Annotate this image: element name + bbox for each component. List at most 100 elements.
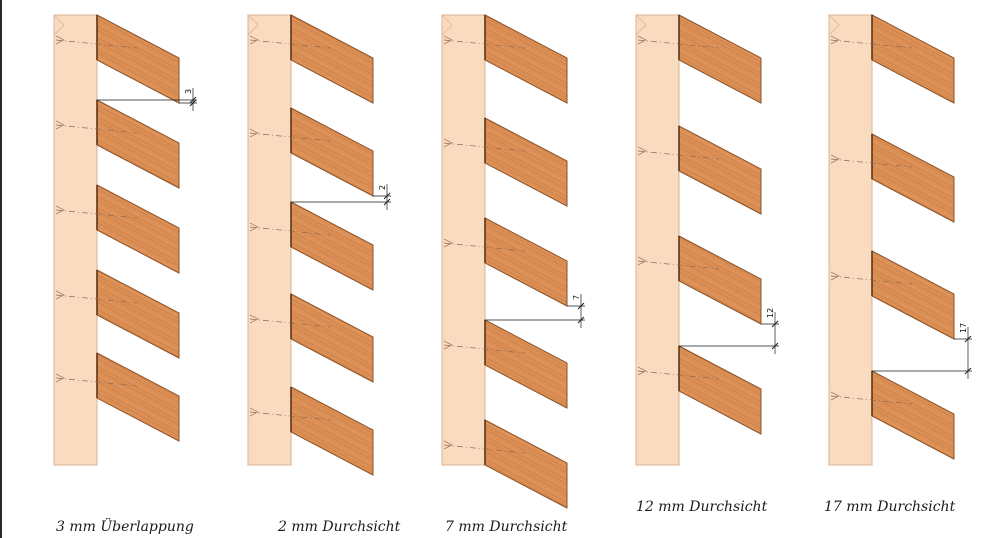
- louver-panel-2: 2: [247, 14, 391, 476]
- slat: [96, 184, 180, 274]
- fastener-mark: [443, 35, 453, 45]
- slat: [96, 352, 180, 442]
- fastener-mark: [55, 205, 65, 215]
- fastener-mark: [830, 35, 840, 45]
- post-chamfer: [441, 14, 453, 36]
- fastener-mark: [443, 138, 453, 148]
- dimension-tick: [189, 96, 197, 104]
- gap-dimension: 17: [872, 323, 972, 379]
- slat: [484, 217, 568, 307]
- post: [635, 14, 680, 466]
- caption-panel-1: 3 mm Überlappung: [56, 519, 194, 535]
- fastener-mark: [443, 238, 453, 248]
- post: [441, 14, 486, 466]
- fastener-line: [830, 39, 913, 49]
- slat: [290, 107, 374, 197]
- fastener-mark: [55, 35, 65, 45]
- fastener-line: [55, 39, 138, 49]
- fastener-line: [637, 260, 720, 270]
- dimension-tick: [189, 99, 197, 107]
- fastener-line: [55, 294, 138, 304]
- fastener-line: [249, 39, 332, 49]
- gap-dimension: 12: [679, 308, 779, 354]
- slat: [871, 133, 955, 223]
- dimension-tick: [383, 192, 391, 200]
- fastener-line: [830, 395, 913, 405]
- post-chamfer: [828, 14, 840, 36]
- fastener-mark: [830, 154, 840, 164]
- slat: [290, 201, 374, 291]
- fastener-mark: [637, 146, 647, 156]
- slat: [484, 117, 568, 207]
- fastener-line: [249, 318, 332, 328]
- slat: [290, 293, 374, 383]
- post-chamfer: [247, 14, 259, 36]
- fastener-mark: [249, 128, 259, 138]
- caption-panel-3: 7 mm Durchsicht: [445, 519, 568, 535]
- slat: [871, 370, 955, 460]
- caption-panel-4: 12 mm Durchsicht: [636, 499, 768, 515]
- louver-panel-1: 3: [53, 14, 197, 466]
- fastener-line: [249, 226, 332, 236]
- dimension-label: 7: [572, 295, 581, 300]
- caption-panel-2: 2 mm Durchsicht: [278, 519, 401, 535]
- fastener-line: [443, 344, 526, 354]
- fastener-line: [443, 142, 526, 152]
- fastener-line: [443, 444, 526, 454]
- slat: [96, 14, 180, 104]
- slat: [484, 419, 568, 509]
- fastener-mark: [55, 290, 65, 300]
- fastener-mark: [443, 340, 453, 350]
- fastener-line: [249, 132, 332, 142]
- louver-panel-4: 12: [635, 14, 779, 466]
- fastener-mark: [249, 314, 259, 324]
- dimension-tick: [964, 367, 972, 375]
- slat: [96, 99, 180, 189]
- fastener-mark: [55, 120, 65, 130]
- fastener-line: [443, 39, 526, 49]
- fastener-line: [443, 242, 526, 252]
- dimension-tick: [577, 302, 585, 310]
- fastener-line: [830, 275, 913, 285]
- slat: [290, 386, 374, 476]
- dimension-label: 12: [766, 308, 775, 318]
- fastener-line: [637, 39, 720, 49]
- dimension-tick: [964, 335, 972, 343]
- dimension-tick: [383, 198, 391, 206]
- fastener-line: [55, 124, 138, 134]
- fastener-line: [55, 377, 138, 387]
- slat: [290, 14, 374, 104]
- fastener-mark: [637, 256, 647, 266]
- dimension-label: 2: [378, 185, 387, 190]
- post: [828, 14, 873, 466]
- slat: [871, 14, 955, 104]
- slat: [678, 125, 762, 215]
- slat: [678, 14, 762, 104]
- fastener-mark: [443, 440, 453, 450]
- fastener-mark: [830, 271, 840, 281]
- slat: [871, 250, 955, 340]
- gap-dimension: 3: [97, 88, 197, 111]
- dimension-tick: [577, 316, 585, 324]
- slat: [484, 319, 568, 409]
- fastener-mark: [55, 373, 65, 383]
- caption-panel-5: 17 mm Durchsicht: [824, 499, 956, 515]
- fastener-mark: [249, 35, 259, 45]
- louver-panel-3: 7: [441, 14, 585, 509]
- louver-panel-5: 17: [828, 14, 972, 466]
- fastener-mark: [830, 391, 840, 401]
- post: [53, 14, 98, 466]
- dimension-tick: [771, 342, 779, 350]
- post-chamfer: [635, 14, 647, 36]
- fastener-mark: [637, 35, 647, 45]
- fastener-mark: [249, 407, 259, 417]
- fastener-mark: [249, 222, 259, 232]
- dimension-label: 3: [184, 89, 193, 94]
- fastener-line: [637, 150, 720, 160]
- fastener-line: [249, 411, 332, 421]
- dimension-label: 17: [959, 323, 968, 333]
- dimension-tick: [771, 320, 779, 328]
- slat: [678, 345, 762, 435]
